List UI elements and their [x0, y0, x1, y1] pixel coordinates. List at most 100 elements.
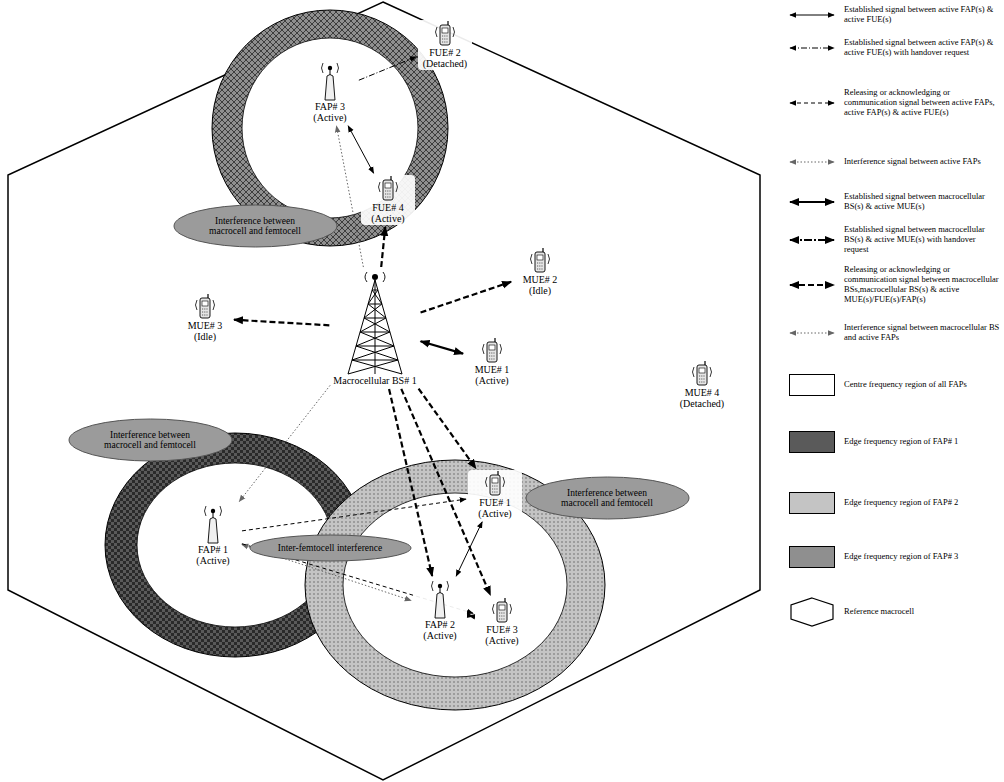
legend-sample: [786, 492, 838, 514]
legend-line-sample: [787, 155, 837, 169]
legend-line: [790, 201, 834, 203]
legend-swatch: [789, 546, 835, 568]
zone-ellipse-shape: [526, 477, 689, 519]
legend-item: Established signal between active FAP(s)…: [786, 38, 1002, 58]
node-label: FUE# 1 (Active): [470, 497, 520, 519]
legend-text: Edge frequency region of FAP# 2: [844, 498, 1000, 508]
phone-icon: [377, 176, 399, 202]
phone-screen: [489, 345, 495, 350]
legend-text: Edge frequency region of FAP# 1: [844, 437, 1000, 447]
legend-text: Reference macrocell: [844, 607, 1000, 617]
phone-screen: [385, 183, 391, 188]
legend-sample: [786, 195, 838, 209]
legend-sample: [786, 278, 838, 292]
legend-text: Edge frequency region of FAP# 3: [844, 552, 1000, 562]
node-label: FUE# 4 (Active): [363, 202, 413, 224]
legend-swatch: [789, 431, 835, 453]
legend-text: Established signal between macrocellular…: [844, 192, 1000, 212]
user-equipment: FUE# 4 (Active): [361, 175, 415, 225]
tower-icon: [340, 270, 410, 375]
legend-text: Interference signal between active FAPs: [844, 157, 1000, 167]
fap-antenna-tip: [328, 66, 332, 70]
node-label: FAP# 1 (Active): [188, 544, 238, 566]
legend-sample: [786, 96, 838, 110]
legend-swatch: [789, 374, 835, 396]
base-station: Macrocellular BS# 1: [331, 269, 418, 387]
legend-sample: [786, 326, 838, 340]
legend-hexagon: [791, 598, 833, 626]
phone-keypad: [385, 191, 391, 197]
legend-line-sample: [787, 195, 837, 209]
node-label: FUE# 2 (Detached): [420, 47, 470, 69]
legend-item: Interference signal between macrocellula…: [786, 323, 1002, 343]
interference-zone: Interference between macrocell and femto…: [173, 204, 338, 248]
phone-body: [497, 602, 507, 622]
legend-sample: [786, 155, 838, 169]
node-label: Macrocellular BS# 1: [333, 375, 416, 386]
legend-line: [790, 239, 834, 241]
phone-body: [490, 475, 500, 495]
phone-keypad: [492, 486, 498, 492]
signal-link: [421, 341, 464, 353]
legend-line-sample: [787, 326, 837, 340]
node-label: MUE# 3 (Idle): [180, 320, 230, 342]
tower-antenna: [372, 274, 378, 280]
phone-body: [535, 252, 545, 272]
legend-sample: [786, 597, 838, 627]
phone-keypad: [499, 613, 505, 619]
legend-line-sample: [787, 233, 837, 247]
phone-screen: [492, 478, 498, 483]
legend-text: Releasing or acknowledging or communicat…: [844, 265, 1000, 304]
fap2-centre-region: [343, 493, 567, 677]
phone-icon: [491, 598, 513, 624]
signal-link: [336, 126, 363, 267]
phone-keypad: [699, 376, 705, 382]
node-label: FAP# 2 (Active): [415, 619, 465, 641]
phone-icon: [481, 338, 503, 364]
legend-sample: [786, 41, 838, 55]
user-equipment: MUE# 4 (Detached): [675, 360, 729, 410]
interference-zone: Interference between macrocell and femto…: [68, 418, 233, 462]
phone-screen: [499, 605, 505, 610]
signal-link: [234, 320, 329, 326]
legend-item: Interference signal between active FAPs: [786, 155, 1002, 169]
interference-zone: Inter-femtocell interference: [249, 534, 412, 562]
signal-link: [239, 385, 330, 501]
user-equipment: MUE# 1 (Active): [465, 337, 519, 387]
phone-keypad: [537, 263, 543, 269]
legend-text: Established signal between active FAP(s)…: [844, 38, 1000, 58]
legend-text: Established signal between active FAP(s)…: [844, 5, 1000, 25]
node-label: Interference between macrocell and femto…: [202, 216, 308, 237]
legend-item: Established signal between active FAP(s)…: [786, 5, 1002, 25]
node-label: FAP# 3 (Active): [305, 101, 355, 123]
signal-link: [419, 389, 476, 469]
legend-sample: [786, 8, 838, 22]
phone-keypad: [442, 36, 448, 42]
phone-icon: [434, 21, 456, 47]
user-equipment: FUE# 3 (Active): [475, 597, 529, 647]
femto-access-point: FAP# 1 (Active): [186, 503, 240, 567]
phone-keypad: [202, 309, 208, 315]
fap-body: [208, 518, 218, 544]
legend-text: Established signal between macrocellular…: [844, 225, 1000, 254]
user-equipment: FUE# 2 (Detached): [418, 20, 472, 70]
legend-line: [790, 284, 834, 286]
phone-screen: [699, 368, 705, 373]
radio-waves: [365, 272, 385, 282]
legend-line-sample: [787, 41, 837, 55]
legend-text: Centre frequency region of all FAPs: [844, 380, 1000, 390]
node-label: FUE# 3 (Active): [477, 624, 527, 646]
phone-icon: [529, 248, 551, 274]
signal-link: [348, 126, 373, 173]
legend-line: [790, 162, 834, 163]
legend-line: [790, 48, 834, 49]
legend-line: [790, 15, 834, 16]
legend-item: Edge frequency region of FAP# 1: [786, 431, 1002, 453]
legend-line-sample: [787, 278, 837, 292]
legend-item: Edge frequency region of FAP# 3: [786, 546, 1002, 568]
fap3-centre-region: [242, 38, 418, 218]
